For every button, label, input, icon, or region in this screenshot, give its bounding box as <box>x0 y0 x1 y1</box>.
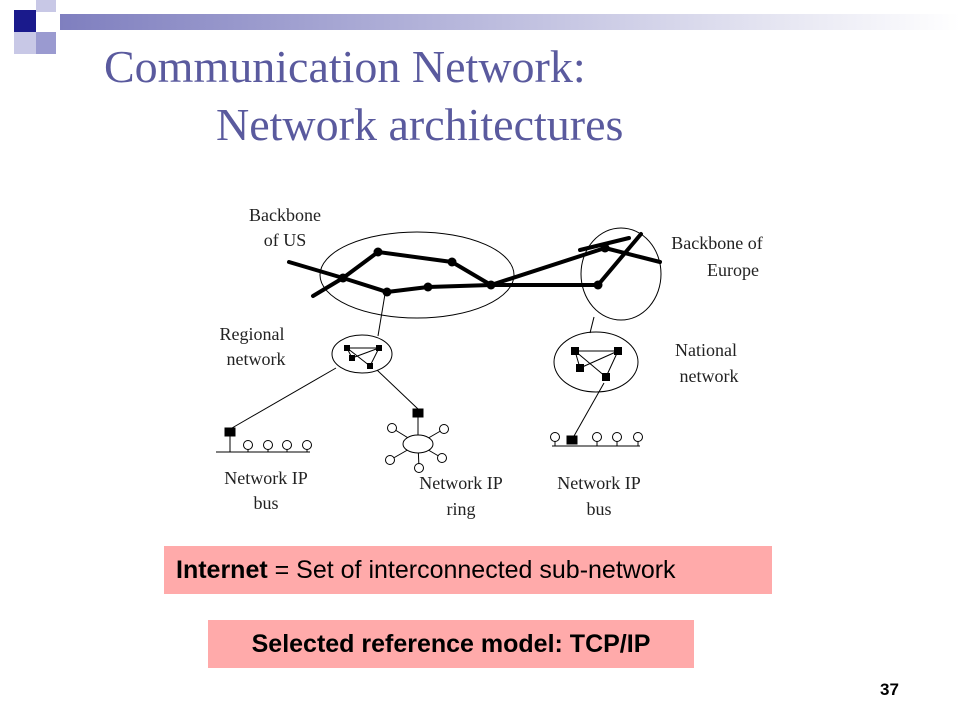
corner-square-light <box>36 0 56 12</box>
router-node <box>486 280 496 290</box>
europe-backbone-ellipse <box>580 227 662 321</box>
label-backbone-europe-line2: Europe <box>707 260 759 280</box>
national-network-ellipse <box>553 331 639 393</box>
router-icon <box>224 427 236 437</box>
label-backbone-us-line1: Backbone <box>249 205 321 225</box>
backbone-links <box>287 232 662 298</box>
host-icon <box>439 424 449 434</box>
router-icon <box>602 373 610 381</box>
slide-title-line1: Communication Network: <box>104 41 586 92</box>
internet-definition-box: Internet = Set of interconnected sub-net… <box>164 546 772 594</box>
host-icon <box>385 455 395 465</box>
router-icon <box>571 347 579 355</box>
host-icon <box>414 463 424 473</box>
internet-definition-text: = Set of interconnected sub-network <box>267 556 676 584</box>
router-node <box>373 247 383 257</box>
access-links <box>231 293 605 437</box>
host-icon <box>437 453 447 463</box>
backbone-line-us-west <box>287 260 600 294</box>
label-bus-right-line2: bus <box>586 499 611 519</box>
label-backbone-us-line2: of US <box>264 230 307 250</box>
host-icon <box>612 432 622 442</box>
regional-network <box>331 334 393 374</box>
label-backbone-europe-line1: Backbone of <box>671 233 762 253</box>
label-ring-line2: ring <box>447 499 476 519</box>
router-node <box>600 243 610 253</box>
router-icon <box>349 355 355 361</box>
router-icon <box>412 408 424 418</box>
reference-model-text: Selected reference model: TCP/IP <box>251 630 651 658</box>
label-regional-network-line2: network <box>227 349 286 369</box>
router-icon <box>367 363 373 369</box>
corner-square-medium <box>36 32 56 54</box>
national-network <box>553 331 639 393</box>
label-national-network-line1: National <box>675 340 737 360</box>
router-node <box>593 280 603 290</box>
internet-term: Internet <box>176 556 268 584</box>
host-icon <box>633 432 643 442</box>
corner-square-light <box>14 32 36 54</box>
label-ring-line1: Network IP <box>419 473 503 493</box>
label-national-network-line2: network <box>680 366 739 386</box>
corner-square-dark <box>14 10 36 32</box>
host-icon <box>550 432 560 442</box>
regional-network-ellipse <box>331 334 393 374</box>
title-gradient-bar <box>60 14 960 30</box>
diagram-labels: Backbone of US Backbone of Europe Region… <box>220 205 763 519</box>
router-icon <box>566 435 578 445</box>
reference-model-box: Selected reference model: TCP/IP <box>208 620 694 668</box>
ring-hub-icon <box>402 434 434 454</box>
router-node <box>338 273 348 283</box>
label-bus-left-line2: bus <box>253 493 278 513</box>
router-node <box>447 257 457 267</box>
bus-network-right <box>550 432 643 447</box>
ring-network <box>385 408 449 473</box>
bus-network-left <box>216 427 312 453</box>
slide-title-line2: Network architectures <box>216 99 624 150</box>
host-icon <box>592 432 602 442</box>
router-icon <box>344 345 350 351</box>
router-icon <box>614 347 622 355</box>
host-icon <box>302 440 312 450</box>
label-regional-network-line1: Regional <box>220 324 285 344</box>
host-icon <box>387 423 397 433</box>
us-backbone-ellipse <box>319 231 515 319</box>
host-icon <box>282 440 292 450</box>
backbone-line-europe <box>596 232 643 287</box>
host-icon <box>243 440 253 450</box>
router-node <box>382 287 392 297</box>
router-node <box>423 282 433 292</box>
label-bus-right-line1: Network IP <box>557 473 641 493</box>
label-bus-left-line1: Network IP <box>224 468 308 488</box>
router-icon <box>576 364 584 372</box>
host-icon <box>263 440 273 450</box>
router-icon <box>376 345 382 351</box>
page-number: 37 <box>880 680 899 699</box>
